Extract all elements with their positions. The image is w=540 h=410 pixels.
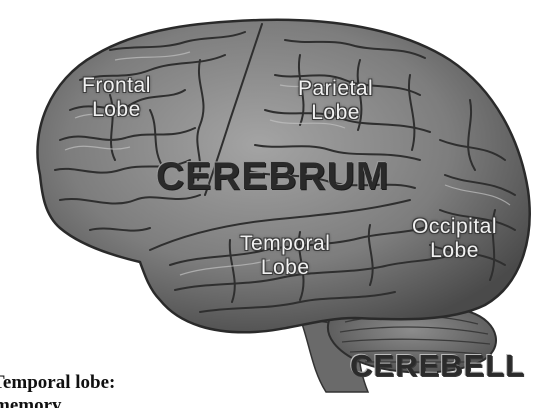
parietal-lobe-label: Parietal Lobe [298, 77, 373, 125]
cerebellum-label: CEREBELL [350, 348, 525, 384]
frontal-lobe-line2: Lobe [82, 98, 151, 122]
temporal-lobe-line1: Temporal [240, 232, 330, 256]
occipital-lobe-label: Occipital Lobe [412, 215, 497, 263]
parietal-lobe-line2: Lobe [298, 101, 373, 125]
frontal-lobe-label: Frontal Lobe [82, 74, 151, 122]
cerebrum-label: CEREBRUM [156, 155, 389, 199]
temporal-lobe-line2: Lobe [240, 256, 330, 280]
occipital-lobe-line2: Lobe [412, 239, 497, 263]
frontal-lobe-line1: Frontal [82, 74, 151, 98]
occipital-lobe-line1: Occipital [412, 215, 497, 239]
caption-line1: Temporal lobe: [0, 371, 340, 394]
caption-text: Temporal lobe: memory [0, 371, 340, 410]
parietal-lobe-line1: Parietal [298, 77, 373, 101]
caption-line2: memory [0, 394, 340, 408]
temporal-lobe-label: Temporal Lobe [240, 232, 330, 280]
